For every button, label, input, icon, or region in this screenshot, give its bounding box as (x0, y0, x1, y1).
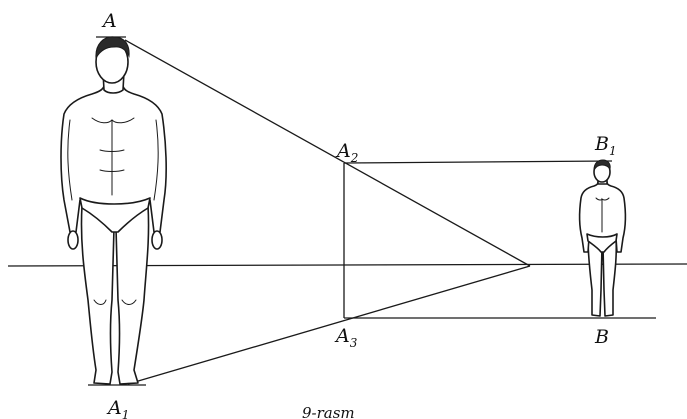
label-a2: A2 (335, 140, 358, 165)
label-b: B (594, 326, 609, 348)
label-a1: A1 (106, 397, 129, 419)
ray-bottom (127, 265, 531, 385)
standing-man-near (60, 36, 167, 385)
ray-top (124, 39, 531, 267)
segment-a2-b1 (343, 160, 613, 164)
label-b1: B1 (594, 133, 617, 158)
figure-caption: 9-rasm (302, 404, 355, 419)
label-a3: A3 (334, 325, 358, 350)
label-a: A (101, 10, 117, 32)
standing-man-far (578, 159, 627, 317)
